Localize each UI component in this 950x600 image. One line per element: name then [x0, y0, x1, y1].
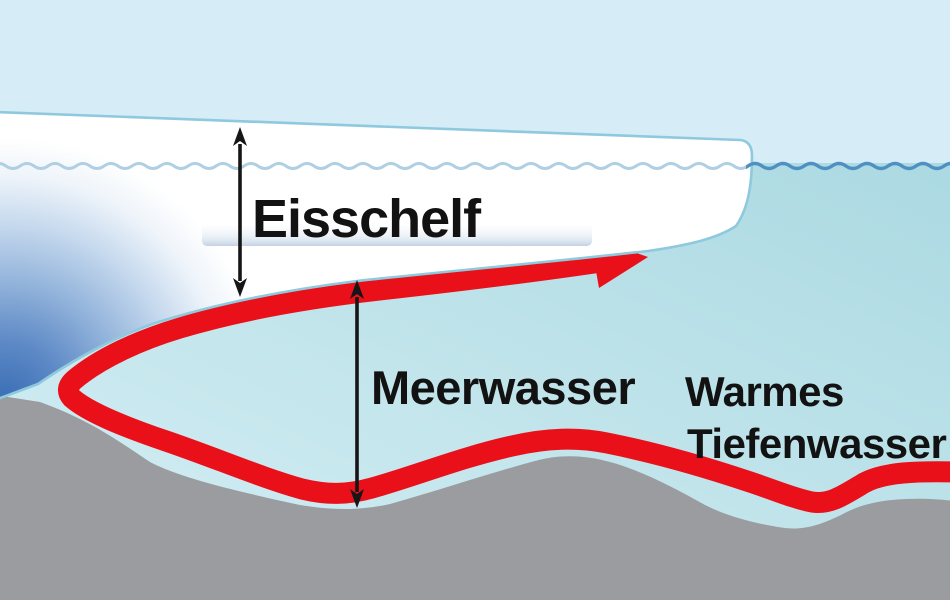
sea-water-label: Meerwasser	[371, 361, 635, 414]
warm-current-flow-path	[58, 251, 950, 514]
warm-deep-water-label-line1: Warmes	[685, 368, 844, 415]
warm-deep-water-label-line2: Tiefenwasser	[687, 420, 947, 467]
ice-shelf-label-box	[202, 176, 592, 246]
waterline-wave-under-ice	[0, 162, 746, 170]
ice-shelf-label: Eisschelf	[252, 189, 482, 249]
waterline-wave-open-sea	[746, 161, 950, 171]
arrow-down-head-icon	[350, 489, 364, 508]
arrow-up-head-icon	[350, 280, 364, 299]
water-depth-measure-arrow	[350, 280, 364, 508]
ice-thickness-measure-arrow	[233, 127, 247, 297]
arrow-up-head-icon	[233, 127, 247, 146]
arrow-down-head-icon	[233, 278, 247, 297]
seafloor-bedrock	[0, 395, 950, 600]
